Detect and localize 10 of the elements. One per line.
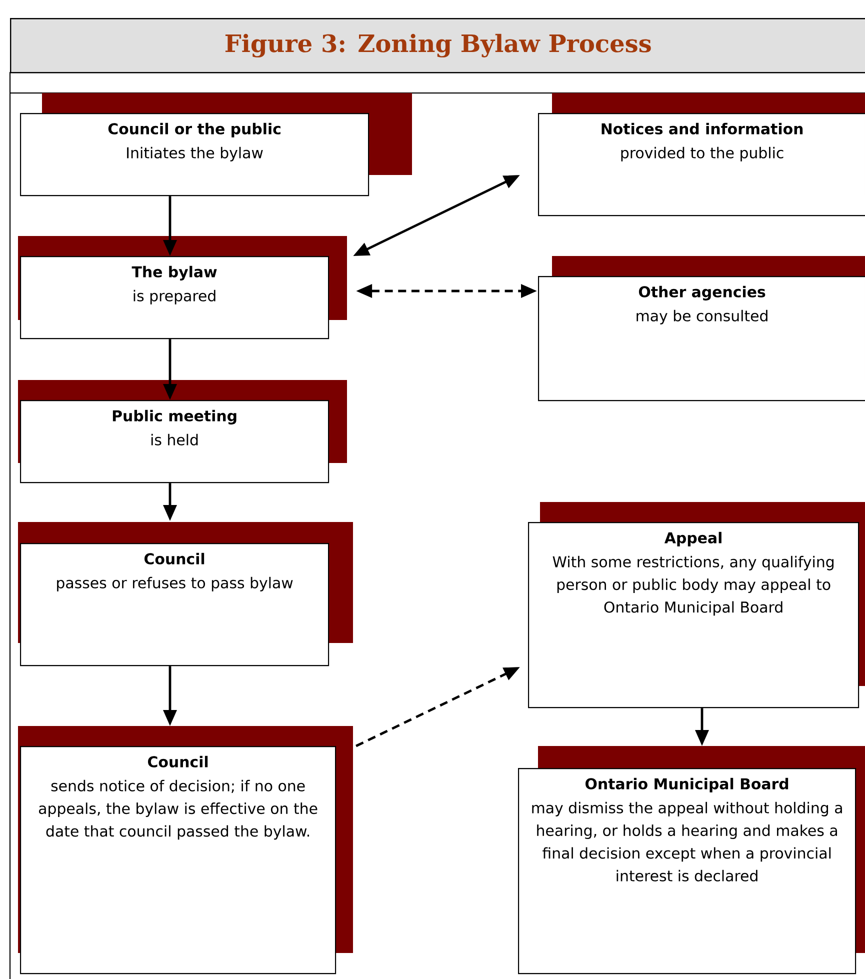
title-band: Figure 3: Zoning Bylaw Process <box>10 18 865 74</box>
process-box: The bylaw is prepared <box>18 236 347 340</box>
process-box: Council or the public Initiates the bylaw <box>20 93 412 196</box>
process-box: Appeal With some restrictions, any qualifying person or public body may appeal to Ontario Municipal Board <box>528 502 865 708</box>
process-box: Council sends notice of decision; if no one appeals, the bylaw is effective on the date that council passed the bylaw. <box>18 726 353 974</box>
process-box: Ontario Municipal Board may dismiss the appeal without holding a hearing, or holds a hearing and makes a final decision except when a provincial interest is declared <box>518 746 865 974</box>
process-box: Public meeting is held <box>18 380 347 484</box>
process-box: Other agencies may be consulted <box>538 256 865 402</box>
process-box: Notices and information provided to the public <box>538 93 865 216</box>
process-box: Council passes or refuses to pass bylaw <box>18 522 353 666</box>
